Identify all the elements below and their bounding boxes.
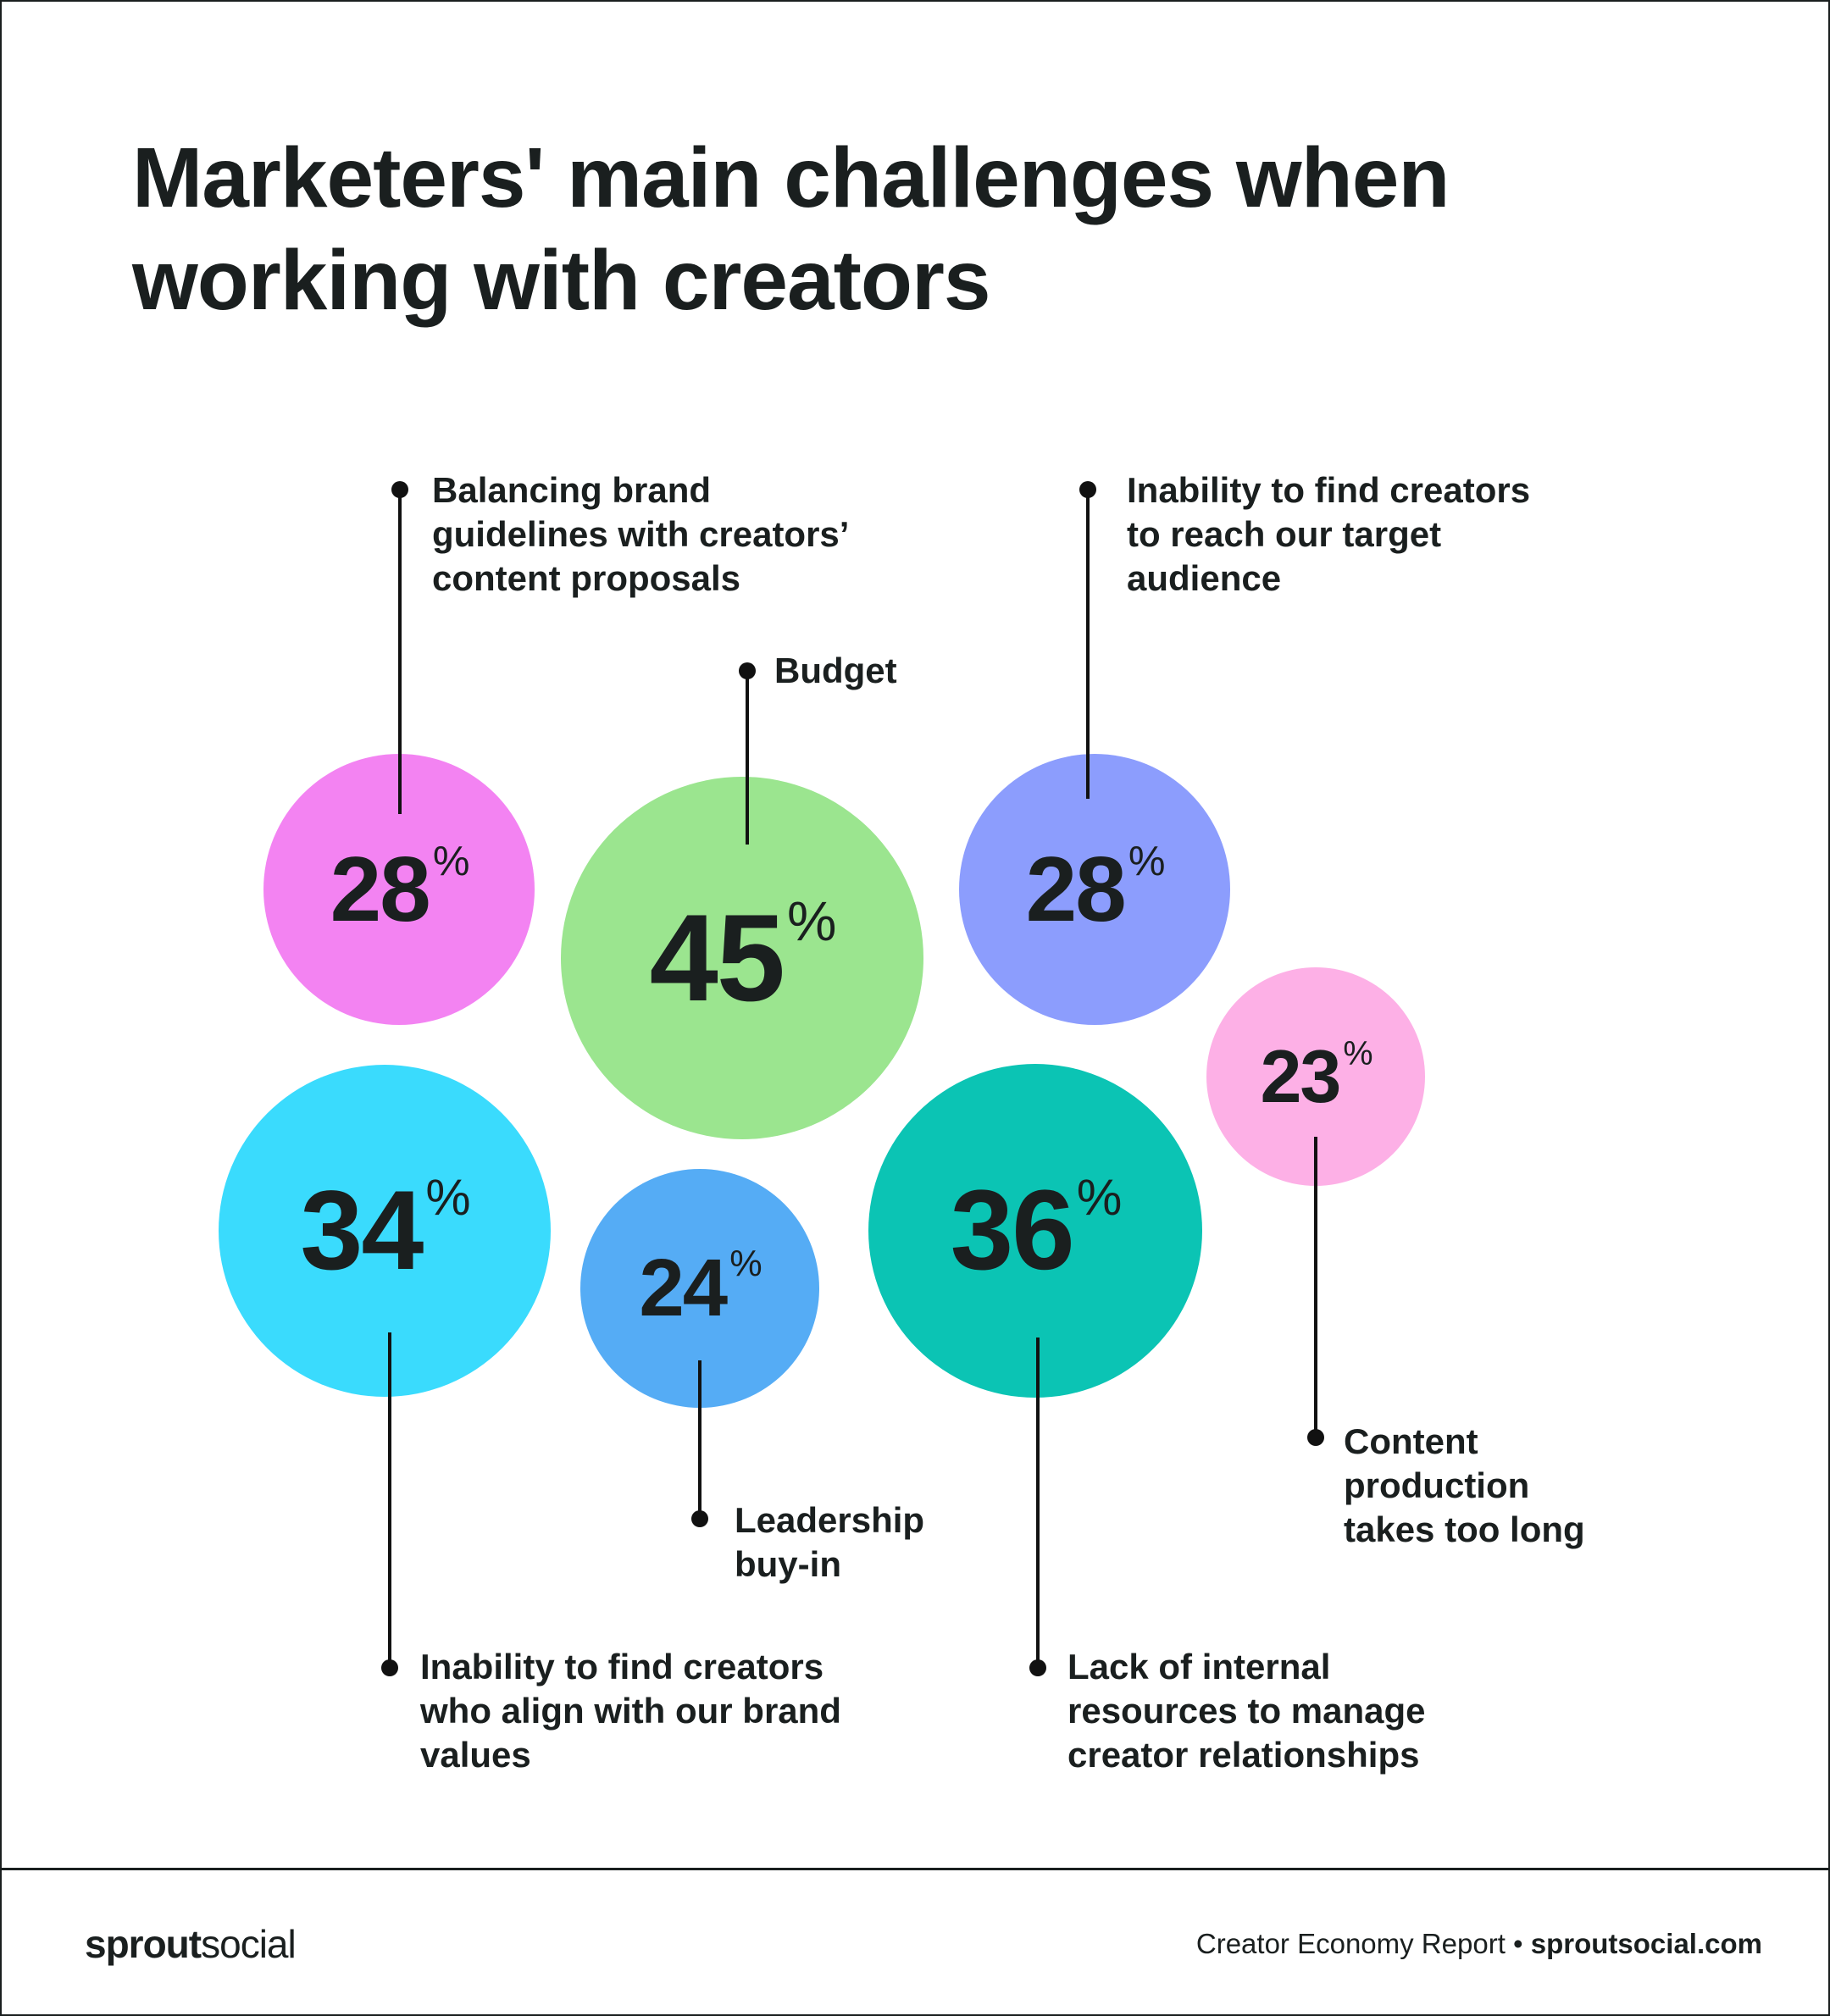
bubble: 34% bbox=[219, 1065, 551, 1397]
bubble-label: Leadership buy-in bbox=[735, 1500, 925, 1584]
bubble-value: 34% bbox=[300, 1167, 470, 1293]
leader-line bbox=[1086, 490, 1090, 799]
leader-dot bbox=[1079, 481, 1096, 498]
value-number: 28 bbox=[1025, 837, 1127, 941]
leader-dot bbox=[691, 1510, 708, 1527]
bubble-value: 28% bbox=[1025, 837, 1166, 941]
logo-bold: sprout bbox=[85, 1922, 202, 1966]
bubble: 36% bbox=[868, 1064, 1202, 1398]
bubble: 28% bbox=[959, 754, 1230, 1025]
value-number: 28 bbox=[330, 837, 431, 941]
bubble-label: Inability to find creators to reach our … bbox=[1127, 470, 1531, 598]
percent-sign: % bbox=[729, 1243, 762, 1284]
bubble-value: 24% bbox=[639, 1243, 762, 1333]
sprout-social-logo: sproutsocial bbox=[85, 1921, 297, 1967]
leader-dot bbox=[1029, 1659, 1046, 1676]
leader-dot bbox=[1307, 1429, 1324, 1446]
logo-light: social bbox=[201, 1922, 297, 1966]
bubble-label: Budget bbox=[774, 651, 897, 690]
value-number: 23 bbox=[1260, 1034, 1341, 1118]
leader-dot bbox=[739, 662, 756, 679]
bubble-label: Lack of internal resources to manage cre… bbox=[1068, 1647, 1426, 1775]
percent-sign: % bbox=[1128, 839, 1166, 885]
leader-line bbox=[388, 1332, 391, 1668]
value-number: 45 bbox=[649, 889, 785, 1027]
report-name: Creator Economy Report • bbox=[1195, 1928, 1523, 1959]
bubble-value: 23% bbox=[1260, 1034, 1372, 1118]
percent-sign: % bbox=[432, 839, 470, 885]
leader-line bbox=[746, 671, 749, 845]
bubble-label: Balancing brand guidelines with creators… bbox=[432, 470, 848, 598]
percent-sign: % bbox=[425, 1168, 470, 1226]
leader-line bbox=[398, 490, 402, 814]
bubble-label: Content production takes too long bbox=[1344, 1421, 1585, 1549]
footer-divider bbox=[0, 1868, 1830, 1870]
bubble-label: Inability to find creators who align wit… bbox=[420, 1647, 841, 1775]
bubble-value: 28% bbox=[330, 837, 470, 941]
percent-sign: % bbox=[1343, 1035, 1372, 1073]
bubble-value: 45% bbox=[649, 889, 837, 1027]
percent-sign: % bbox=[1076, 1168, 1123, 1226]
value-number: 34 bbox=[300, 1167, 424, 1293]
leader-line bbox=[698, 1360, 702, 1519]
leader-line bbox=[1314, 1137, 1317, 1437]
leader-line bbox=[1036, 1338, 1040, 1668]
chart-title: Marketers' main challenges when working … bbox=[132, 130, 1450, 328]
site-link[interactable]: sproutsocial.com bbox=[1530, 1928, 1762, 1959]
percent-sign: % bbox=[786, 889, 836, 952]
bubble-value: 36% bbox=[950, 1167, 1123, 1293]
leader-dot bbox=[391, 481, 408, 498]
value-number: 24 bbox=[639, 1243, 728, 1333]
bubble: 45% bbox=[561, 777, 923, 1139]
leader-dot bbox=[381, 1659, 398, 1676]
value-number: 36 bbox=[950, 1167, 1075, 1293]
footer-source: Creator Economy Report • sproutsocial.co… bbox=[1196, 1928, 1762, 1960]
